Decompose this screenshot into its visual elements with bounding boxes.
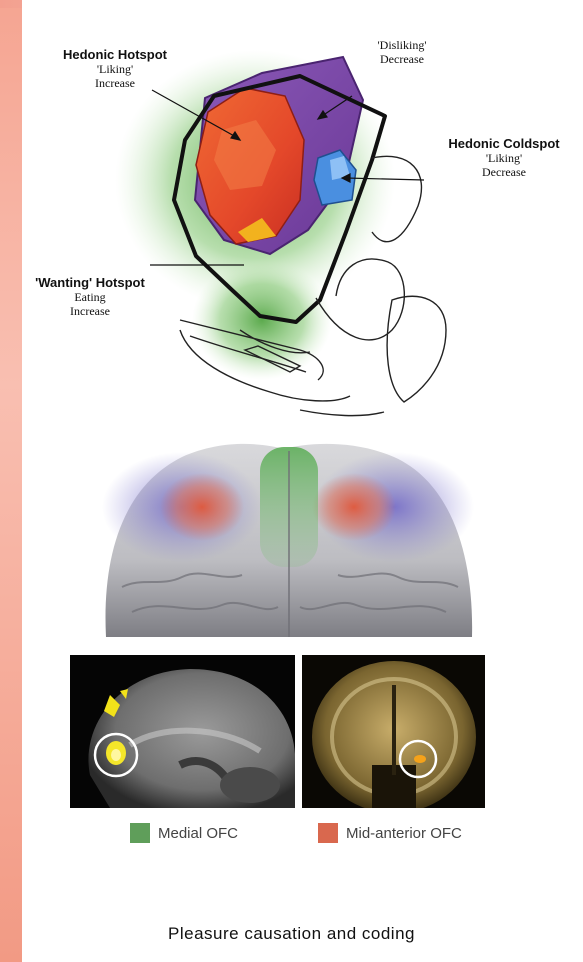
hedonic-coldspot-line2: Decrease (425, 165, 583, 179)
ofc-brain-render (102, 437, 476, 637)
figure-caption: Pleasure causation and coding (0, 924, 583, 944)
legend-label-medial-ofc: Medial OFC (158, 825, 238, 842)
hedonic-coldspot-line1: 'Liking' (425, 151, 583, 165)
wanting-hotspot-label: 'Wanting' Hotspot Eating Increase (20, 276, 160, 318)
legend-medial-ofc: Medial OFC (130, 822, 238, 844)
hedonic-hotspot-line1: 'Liking' (40, 62, 190, 76)
disliking-label: 'Disliking' Decrease (362, 38, 442, 66)
mid-anterior-ofc-left (160, 473, 244, 541)
hedonic-coldspot-title: Hedonic Coldspot (425, 137, 583, 151)
coronal-fmri-scan (302, 655, 485, 808)
mid-anterior-ofc-right (312, 473, 396, 541)
hedonic-hotspot-label: Hedonic Hotspot 'Liking' Increase (40, 48, 190, 90)
hedonic-hotspot-line2: Increase (40, 76, 190, 90)
coronal-scan-image (302, 655, 485, 808)
wanting-hotspot-line2: Increase (20, 304, 160, 318)
green-lower-region (192, 260, 332, 380)
wanting-hotspot-title: 'Wanting' Hotspot (20, 276, 160, 290)
sagittal-scan-image (70, 655, 295, 808)
hedonic-coldspot-label: Hedonic Coldspot 'Liking' Decrease (425, 137, 583, 179)
activation-mid-anterior-ofc (414, 755, 426, 763)
disliking-line1: 'Disliking' (362, 38, 442, 52)
legend-mid-anterior-ofc: Mid-anterior OFC (318, 822, 462, 844)
wanting-hotspot-line1: Eating (20, 290, 160, 304)
legend-label-mid-anterior-ofc: Mid-anterior OFC (346, 825, 462, 842)
sagittal-fmri-scan (70, 655, 295, 808)
disliking-line2: Decrease (362, 52, 442, 66)
hedonic-hotspot-title: Hedonic Hotspot (40, 48, 190, 62)
legend-swatch-green (130, 823, 150, 843)
legend-swatch-red (318, 823, 338, 843)
